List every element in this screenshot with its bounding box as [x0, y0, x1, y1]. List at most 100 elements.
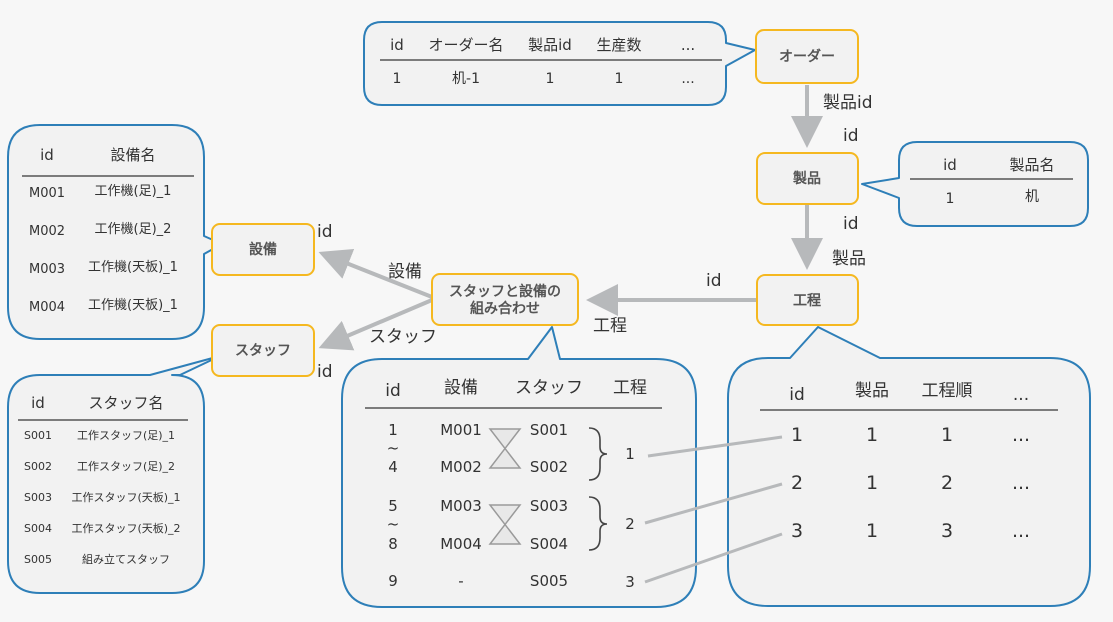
node-equipment[interactable]	[211, 223, 315, 276]
process-link-lines	[644, 435, 783, 584]
combo-equipment-cell: M003	[440, 497, 482, 515]
staff-cell: S003	[24, 491, 52, 504]
combo-staff-cell: S001	[530, 421, 568, 439]
staff-header-name: スタッフ名	[88, 394, 163, 412]
combo-header-staff: スタッフ	[515, 378, 583, 398]
edge-label-process-from: id	[706, 271, 722, 291]
equipment-table: id 設備名 M001 工作機(足)_1 M002 工作機(足)_2 M003 …	[22, 146, 194, 315]
process-cell: ...	[1012, 424, 1030, 446]
node-order[interactable]	[755, 29, 859, 84]
edge-label-order-to: id	[843, 126, 859, 146]
order-header-product-id: 製品id	[528, 36, 572, 54]
node-combo-label-line1: スタッフと設備の	[449, 283, 561, 300]
bubble-product	[861, 141, 1089, 227]
bubble-staff	[7, 355, 221, 594]
order-cell: 1	[615, 71, 624, 87]
equipment-header-name: 設備名	[110, 146, 155, 164]
link-process-2	[644, 482, 783, 525]
process-header-more: ...	[1013, 385, 1029, 405]
node-combo[interactable]	[431, 273, 579, 326]
staff-cell: 工作スタッフ(天板)_2	[71, 521, 180, 535]
node-product[interactable]	[756, 152, 859, 205]
combo-braces	[588, 427, 608, 551]
process-cell: 2	[941, 472, 953, 494]
cross-connector-icon	[488, 428, 522, 469]
order-header-more: ...	[681, 36, 695, 54]
combo-table: id 設備 スタッフ 工程 1 ~ 4 M001 M002 S001 S002 …	[365, 378, 662, 591]
staff-cell: 工作スタッフ(天板)_1	[71, 490, 180, 504]
node-staff-label: スタッフ	[235, 343, 291, 359]
arrow-combo-to-staff	[318, 298, 433, 351]
combo-id-from: 5	[388, 497, 398, 515]
process-cell: 1	[866, 520, 878, 542]
order-header-name: オーダー名	[428, 36, 503, 54]
edge-label-product-to: 製品	[832, 249, 866, 269]
order-header-id: id	[390, 36, 404, 54]
combo-header-process: 工程	[613, 378, 647, 398]
node-equipment-label: 設備	[249, 241, 277, 258]
edge-labels: 製品id id id 製品 id 工程 設備 id スタッフ id	[317, 93, 873, 382]
bubble-equipment	[7, 124, 223, 340]
process-header-product: 製品	[855, 381, 889, 401]
staff-cell: 工作スタッフ(足)_1	[77, 429, 175, 442]
edge-label-order-from: 製品id	[823, 93, 873, 113]
combo-staff-cell: S005	[530, 572, 568, 590]
edge-label-equipment-to: id	[317, 222, 333, 242]
brace-icon	[588, 496, 608, 551]
process-table: id 製品 工程順 ... 1 1 1 ... 2 1 2 ... 3 1 3 …	[760, 381, 1058, 542]
combo-id-tilde: ~	[387, 439, 400, 457]
callout-bubbles	[7, 21, 1091, 608]
node-process-label: 工程	[793, 293, 821, 309]
node-order-label: オーダー	[779, 48, 835, 65]
combo-process-cell: 1	[625, 445, 635, 463]
combo-equipment-cell: -	[458, 572, 463, 590]
equipment-cell: M003	[29, 262, 65, 277]
edge-label-product-from: id	[843, 214, 859, 234]
order-cell: ...	[681, 71, 694, 87]
combo-equipment-cell: M002	[440, 458, 482, 476]
entity-nodes	[211, 29, 859, 377]
relationship-arrows	[318, 85, 823, 351]
process-cell: 1	[941, 424, 953, 446]
order-header-quantity: 生産数	[596, 36, 641, 54]
combo-header-equipment: 設備	[444, 378, 478, 398]
brace-icon	[588, 427, 608, 481]
node-labels: オーダー 製品 工程 設備 スタッフ スタッフと設備の 組み合わせ	[235, 48, 835, 359]
bubble-order	[363, 21, 756, 106]
product-cell: 机	[1025, 189, 1039, 205]
node-staff[interactable]	[211, 324, 315, 377]
edge-label-combo-equipment: 設備	[388, 262, 422, 282]
combo-cross-connectors	[488, 428, 522, 545]
equipment-header-id: id	[40, 146, 54, 164]
equipment-cell: M001	[29, 186, 65, 201]
combo-id-to: 8	[388, 535, 398, 553]
combo-process-cell: 3	[625, 573, 635, 591]
staff-cell: 組み立てスタッフ	[82, 552, 170, 566]
process-cell: 3	[791, 520, 803, 542]
process-cell: ...	[1012, 472, 1030, 494]
equipment-cell: 工作機(足)_2	[95, 222, 172, 237]
equipment-cell: M002	[29, 224, 65, 239]
product-table: id 製品名 1 机	[910, 156, 1073, 207]
edge-label-process-to: 工程	[593, 316, 627, 336]
combo-equipment-cell: M004	[440, 535, 482, 553]
node-product-label: 製品	[792, 170, 821, 187]
link-process-3	[644, 532, 783, 584]
order-cell: 机-1	[452, 71, 480, 87]
equipment-cell: M004	[29, 300, 65, 315]
arrow-combo-to-equipment	[318, 248, 433, 299]
combo-id-from: 1	[388, 421, 398, 439]
edge-label-combo-staff: スタッフ	[369, 327, 437, 347]
process-cell: ...	[1012, 520, 1030, 542]
process-header-id: id	[789, 385, 805, 405]
combo-staff-cell: S002	[530, 458, 568, 476]
node-process[interactable]	[756, 274, 859, 326]
combo-header-id: id	[385, 381, 401, 401]
process-cell: 3	[941, 520, 953, 542]
order-table: id オーダー名 製品id 生産数 ... 1 机-1 1 1 ...	[380, 36, 722, 87]
order-cell: 1	[393, 71, 402, 87]
process-cell: 1	[866, 472, 878, 494]
cross-connector-icon	[488, 504, 522, 545]
link-process-1	[647, 435, 783, 458]
